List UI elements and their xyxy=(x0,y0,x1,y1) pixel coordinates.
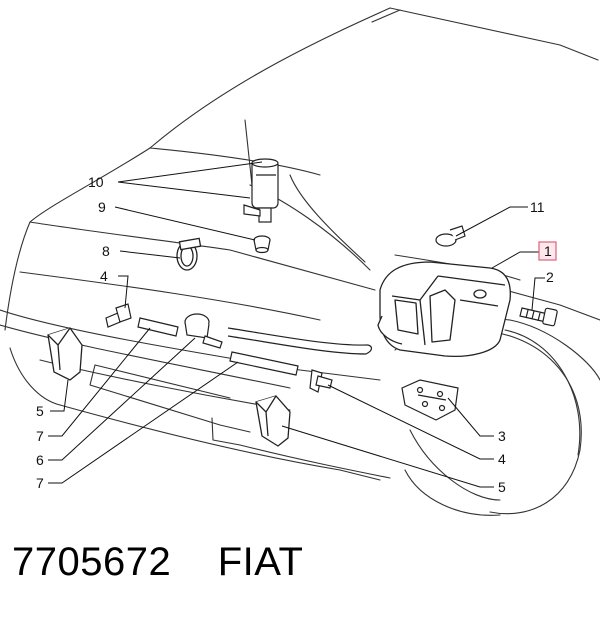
grommet xyxy=(253,235,271,254)
callout-7-upper: 7 xyxy=(36,428,44,444)
mounting-bracket xyxy=(401,379,459,421)
part-number-caption: 7705672 FIAT xyxy=(12,540,303,585)
washer-reservoir xyxy=(377,261,511,358)
callout-1: 1 xyxy=(544,243,552,259)
washer-pump xyxy=(243,158,279,223)
washer-nozzle-left xyxy=(47,327,83,381)
hose-short xyxy=(137,317,179,337)
hose-long xyxy=(227,327,373,376)
callout-9: 9 xyxy=(98,199,106,215)
brand-name: FIAT xyxy=(217,540,304,584)
bolt xyxy=(519,307,558,327)
reservoir-cap xyxy=(435,225,466,247)
callout-1-highlight xyxy=(538,241,557,261)
callout-4-lower: 4 xyxy=(498,451,506,467)
elbow-connector-upper xyxy=(105,303,132,328)
callout-8: 8 xyxy=(102,243,110,259)
callout-3: 3 xyxy=(498,428,506,444)
hose-clamp xyxy=(176,237,202,271)
callout-2: 2 xyxy=(546,269,554,285)
callout-5-left: 5 xyxy=(36,403,44,419)
callout-10: 10 xyxy=(88,174,104,190)
check-valve xyxy=(184,313,223,349)
callout-7-lower: 7 xyxy=(36,475,44,491)
car-outline xyxy=(0,7,600,516)
callout-11: 11 xyxy=(530,199,545,215)
part-number: 7705672 xyxy=(12,540,172,584)
callout-5-right: 5 xyxy=(498,479,506,495)
callout-4-upper: 4 xyxy=(100,268,108,284)
washer-nozzle-right xyxy=(255,395,291,447)
leader-lines xyxy=(48,161,545,488)
callout-6: 6 xyxy=(36,452,44,468)
